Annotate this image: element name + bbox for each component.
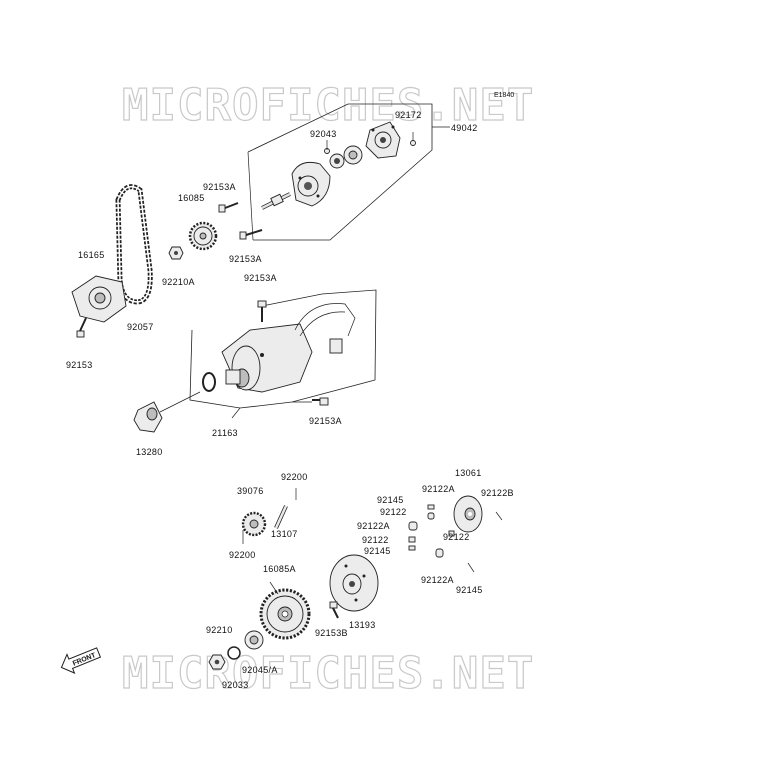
bearing-92043-rotor bbox=[324, 145, 363, 169]
motor-21163 bbox=[221, 303, 356, 393]
label-92145-3: 92145 bbox=[456, 585, 483, 595]
label-92200-1: 92200 bbox=[281, 472, 308, 482]
diagram-code: E1840 bbox=[494, 92, 514, 99]
label-92043: 92043 bbox=[310, 129, 337, 139]
label-92153A-4: 92153A bbox=[309, 416, 342, 426]
shaft-pin bbox=[261, 192, 291, 210]
label-92122-1: 92122 bbox=[380, 507, 407, 517]
label-16165: 16165 bbox=[78, 250, 105, 260]
label-92210: 92210 bbox=[206, 625, 233, 635]
gear-16085A bbox=[259, 588, 311, 640]
label-92045A: 92045/A bbox=[242, 665, 278, 675]
label-92122A-1: 92122A bbox=[422, 484, 455, 494]
label-16085: 16085 bbox=[178, 193, 205, 203]
label-92200-2: 92200 bbox=[229, 550, 256, 560]
label-13280: 13280 bbox=[136, 447, 163, 457]
nut-92210A bbox=[168, 246, 184, 260]
bolt-92153 bbox=[76, 317, 87, 338]
pin-92172 bbox=[410, 132, 416, 146]
bolt-92153A-lower bbox=[239, 229, 263, 240]
housing-body bbox=[291, 161, 331, 207]
gear-39076 bbox=[241, 511, 267, 537]
label-92145-2: 92145 bbox=[364, 546, 391, 556]
label-92153-1: 92153 bbox=[66, 360, 93, 370]
bolt-92153A-motor-bottom bbox=[312, 397, 329, 406]
label-13193: 13193 bbox=[349, 620, 376, 630]
bolt-92153A-motor-top bbox=[257, 300, 267, 322]
cover-49042 bbox=[365, 121, 401, 159]
o-ring bbox=[202, 372, 216, 392]
bolt-92153A-upper bbox=[218, 202, 239, 213]
roller-pins bbox=[408, 504, 503, 573]
label-92145-1: 92145 bbox=[377, 495, 404, 505]
nut-92210 bbox=[208, 654, 226, 670]
label-92153A-1: 92153A bbox=[203, 182, 236, 192]
front-direction-arrow: FRONT bbox=[60, 647, 102, 674]
bolt-92153B bbox=[329, 601, 339, 619]
washer-92033 bbox=[227, 646, 241, 660]
label-92122-3: 92122 bbox=[443, 532, 470, 542]
label-92210A: 92210A bbox=[162, 277, 195, 287]
plate-13193 bbox=[329, 554, 379, 612]
label-92153A-3: 92153A bbox=[244, 273, 277, 283]
label-92057: 92057 bbox=[127, 322, 154, 332]
bearing-92045A bbox=[244, 630, 264, 650]
label-49042: 49042 bbox=[451, 123, 478, 133]
label-92122A-2: 92122A bbox=[357, 521, 390, 531]
label-92122-2: 92122 bbox=[362, 535, 389, 545]
sprocket-16085 bbox=[188, 221, 218, 251]
label-92153B: 92153B bbox=[315, 628, 348, 638]
shaft-13107 bbox=[274, 505, 288, 529]
label-92153A-2: 92153A bbox=[229, 254, 262, 264]
watermark-top: MICROFICHES.NET bbox=[122, 80, 534, 131]
label-39076: 39076 bbox=[237, 486, 264, 496]
label-21163: 21163 bbox=[212, 428, 238, 438]
label-92122A-3: 92122A bbox=[421, 575, 454, 585]
part-labels: 92172 49042 92043 92153A 16085 92153A 16… bbox=[66, 110, 514, 690]
guide-16165 bbox=[71, 275, 127, 323]
watermark-bottom: MICROFICHES.NET bbox=[122, 648, 534, 699]
label-92033: 92033 bbox=[222, 680, 249, 690]
label-13107: 13107 bbox=[271, 529, 298, 539]
label-13061: 13061 bbox=[455, 468, 482, 478]
label-92122B: 92122B bbox=[481, 488, 514, 498]
label-92172: 92172 bbox=[395, 110, 422, 120]
coupling-13280 bbox=[133, 401, 163, 433]
label-16085A: 16085A bbox=[263, 564, 296, 574]
housing-13061 bbox=[453, 495, 483, 533]
